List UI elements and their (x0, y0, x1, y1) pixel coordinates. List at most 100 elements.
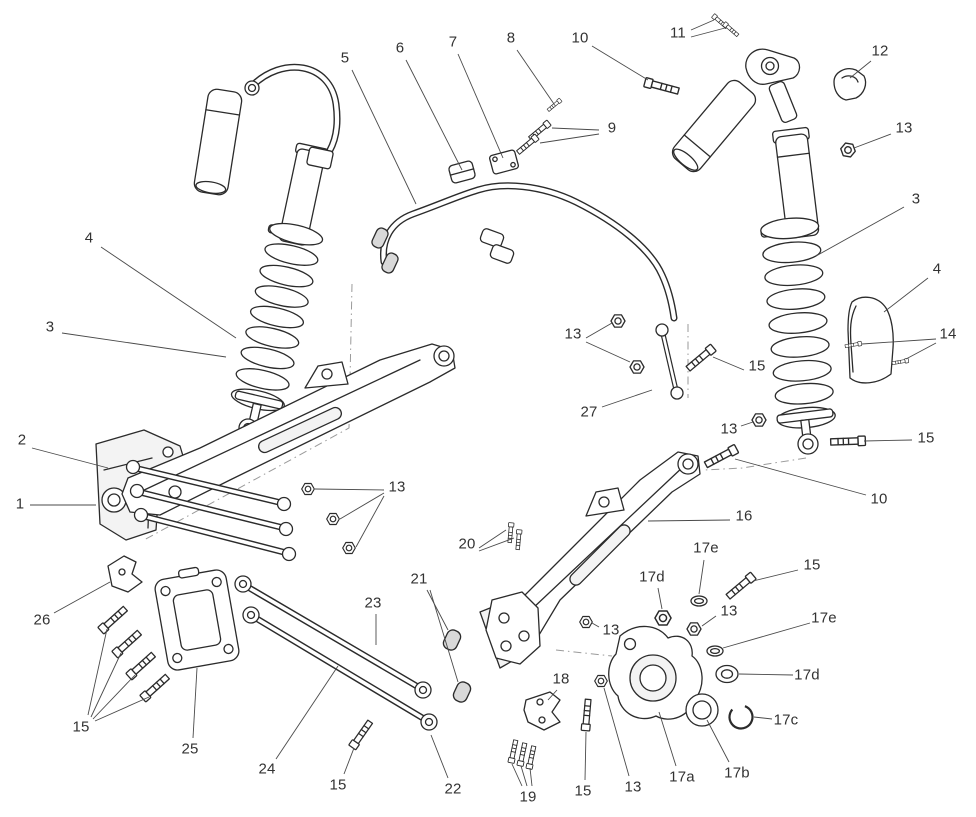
leader-line-12 (849, 60, 872, 79)
leader-line-17d (657, 587, 663, 610)
leader-line-15 (343, 747, 355, 775)
screw (507, 739, 520, 764)
end-link-bushing (381, 252, 399, 274)
rod-bushing (442, 629, 462, 651)
leader-line-14 (905, 342, 937, 360)
leader-line-3 (815, 206, 905, 257)
bolt (642, 76, 681, 97)
leader-line-6 (405, 59, 463, 171)
leader-line-13 (314, 488, 385, 491)
skid-plate (154, 566, 240, 671)
leader-line-17d (738, 673, 794, 676)
sway-bar-clamp (489, 149, 519, 175)
leader-line-25 (192, 667, 198, 739)
left-trailing-arm (121, 343, 456, 516)
leader-line-13 (585, 322, 613, 339)
leader-line-24 (275, 665, 339, 760)
o-ring (690, 595, 708, 607)
right-remote-reservoir (671, 79, 757, 173)
right-shock-body (772, 126, 820, 239)
nut (838, 141, 858, 159)
leader-line-13 (853, 133, 892, 149)
bolt (724, 571, 757, 601)
leader-line-17c (753, 716, 773, 720)
leader-line-21 (426, 589, 449, 631)
leader-line-13 (603, 687, 630, 777)
o-ring (706, 645, 724, 657)
leader-line-4 (100, 246, 237, 339)
bolt (139, 672, 171, 703)
bolt (348, 718, 375, 751)
leader-line-15 (90, 652, 122, 718)
leader-line-15 (92, 674, 136, 720)
leader-line-13 (585, 341, 631, 363)
sway-bar-bushing-half (489, 244, 515, 264)
screw (722, 21, 740, 38)
knuckle-assembly (523, 625, 754, 731)
bolt (515, 133, 540, 156)
bolt (829, 435, 867, 448)
leader-line-13 (355, 495, 385, 548)
leader-line-18 (547, 689, 558, 701)
arm-knuckle-mount (485, 591, 541, 665)
leader-line-17a (658, 711, 677, 767)
leader-line-22 (430, 734, 449, 779)
leader-line-7 (457, 53, 504, 159)
leader-line-27 (601, 389, 653, 408)
leader-line-2 (31, 447, 109, 469)
leader-lines (30, 19, 937, 787)
leader-line-3 (61, 332, 227, 358)
screw (546, 97, 563, 113)
leader-line-14 (861, 338, 937, 345)
snap-ring (728, 704, 754, 730)
nut (579, 615, 593, 629)
leader-line-5 (351, 69, 417, 205)
leader-line-15 (712, 356, 745, 371)
nut (686, 622, 702, 636)
small-bracket (107, 555, 143, 593)
bolt (580, 698, 594, 732)
bolt (702, 443, 740, 470)
nut (629, 360, 645, 374)
right-trailing-arm (479, 451, 701, 669)
leader-line-15 (87, 628, 108, 716)
alignment-dash-lines (143, 283, 807, 657)
bolt (97, 604, 129, 635)
leader-line-13 (740, 421, 754, 427)
leader-line-15 (863, 439, 913, 442)
leader-line-15 (94, 696, 150, 722)
flange-nut (654, 610, 672, 626)
nut (301, 482, 315, 496)
leader-line-17e (722, 622, 811, 649)
leader-line-10 (591, 45, 649, 81)
nut (326, 512, 340, 526)
leader-line-8 (516, 49, 555, 105)
right-shock-absorber (671, 48, 867, 455)
nut (594, 674, 608, 688)
left-shock-absorber (193, 63, 341, 438)
leader-line-4 (883, 277, 929, 313)
screw (516, 742, 529, 767)
leader-line-10 (734, 458, 867, 496)
leader-line-20 (478, 537, 515, 552)
leader-line-17b (706, 719, 730, 763)
end-link-bushing (371, 227, 389, 249)
sway-bar-bushing-half (479, 228, 505, 248)
nut (610, 314, 626, 328)
bolt (125, 650, 157, 681)
leader-line-26 (53, 581, 111, 614)
lower-trailing-rods (234, 575, 472, 731)
leader-line-13 (701, 615, 717, 627)
left-link-rods (125, 459, 297, 562)
leader-line-15 (752, 569, 799, 582)
leader-line-9 (551, 127, 600, 131)
leader-line-11 (690, 19, 715, 31)
leader-line-13 (339, 492, 385, 520)
left-remote-reservoir (193, 88, 243, 196)
bolt (111, 628, 143, 659)
nut (751, 413, 767, 427)
bolt (684, 343, 717, 373)
leader-line-19 (511, 763, 523, 787)
